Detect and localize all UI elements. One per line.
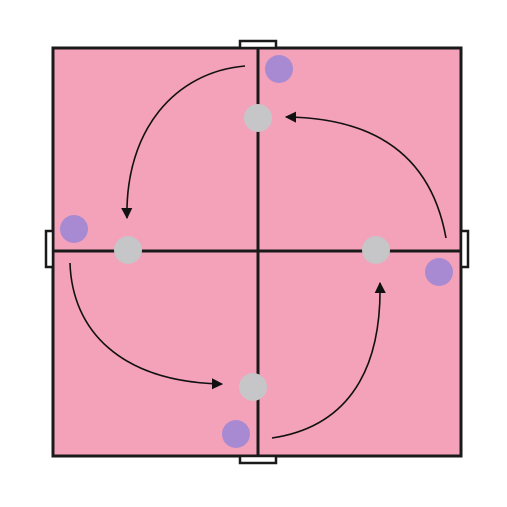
goal-top — [238, 39, 278, 50]
arrow-right-to-top — [284, 111, 447, 239]
player-top — [265, 55, 293, 83]
player-bottom — [222, 420, 250, 448]
goal-left — [44, 229, 55, 269]
player-right — [425, 258, 453, 286]
cone-top — [244, 104, 272, 132]
arrow-left-to-bottom — [69, 262, 224, 390]
goal-right — [459, 229, 470, 269]
arrow-bottom-to-right — [271, 281, 386, 439]
goal-bottom — [238, 454, 278, 465]
arrow-top-to-left — [121, 65, 246, 220]
cone-left — [114, 236, 142, 264]
cone-right — [362, 236, 390, 264]
player-left — [60, 215, 88, 243]
cone-bottom — [239, 373, 267, 401]
